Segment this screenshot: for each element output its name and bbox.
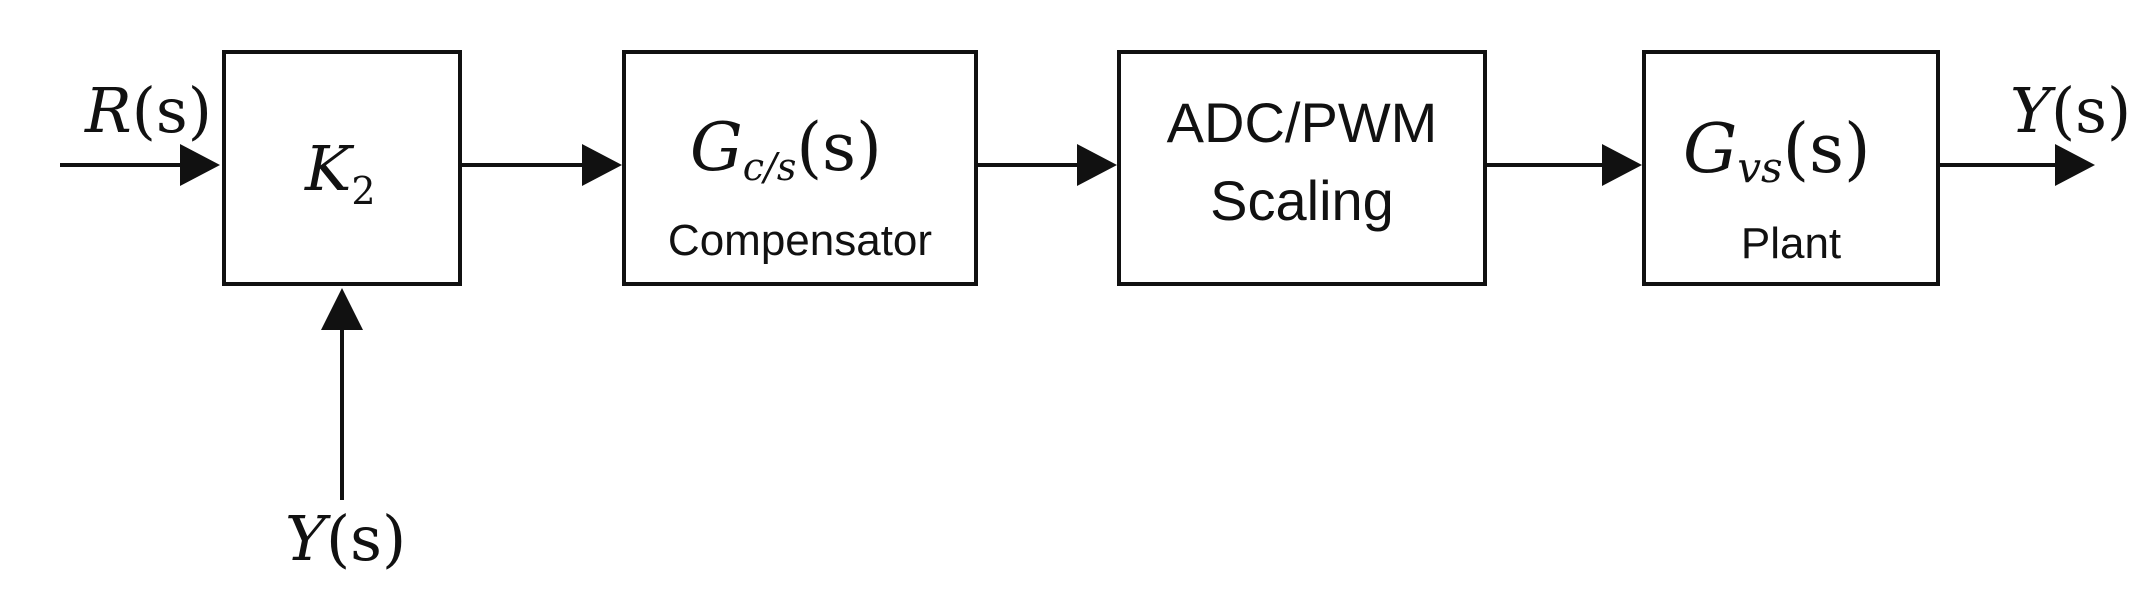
compensator-block: [622, 50, 978, 286]
gain-block: [222, 50, 462, 286]
feedback-symbol: Y: [285, 502, 331, 575]
arrowhead-scaling-to-plant: [1602, 144, 1642, 186]
output-arrowhead: [2055, 144, 2095, 186]
scaling-block: [1117, 50, 1487, 286]
compensator-transfer-function: Gc/s(s): [690, 109, 882, 189]
compensator-arg: (s): [796, 109, 881, 186]
feedback-signal-label: Y(s): [285, 502, 406, 575]
gain-symbol: K: [304, 132, 355, 205]
compensator-caption: Compensator: [668, 216, 932, 265]
input-arg: (s): [132, 74, 212, 147]
svg-text:R(s): R(s): [84, 74, 212, 147]
scaling-label-line2: Scaling: [1210, 169, 1394, 232]
output-symbol: Y: [2010, 74, 2056, 147]
input-symbol: R: [84, 74, 132, 147]
arrowhead-gain-to-compensator: [582, 144, 622, 186]
output-signal-label: Y(s): [2010, 74, 2131, 147]
scaling-label-line1: ADC/PWM: [1167, 91, 1438, 154]
gain-subscript: 2: [351, 169, 375, 213]
plant-symbol: G: [1683, 110, 1737, 189]
plant-block: [1642, 50, 1940, 286]
plant-subscript: vs: [1737, 143, 1782, 192]
plant-arg: (s): [1783, 110, 1871, 189]
gain-label: K2: [304, 132, 376, 213]
feedback-arrowhead: [321, 288, 363, 330]
plant-caption: Plant: [1741, 219, 1841, 268]
arrowhead-compensator-to-scaling: [1077, 144, 1117, 186]
input-arrowhead: [180, 144, 220, 186]
plant-transfer-function: Gvs(s): [1683, 110, 1871, 192]
feedback-arg: (s): [326, 502, 406, 575]
output-arg: (s): [2051, 74, 2131, 147]
input-signal-label: R(s): [84, 74, 212, 147]
compensator-symbol: G: [690, 109, 743, 186]
compensator-subscript: c/s: [743, 145, 797, 189]
